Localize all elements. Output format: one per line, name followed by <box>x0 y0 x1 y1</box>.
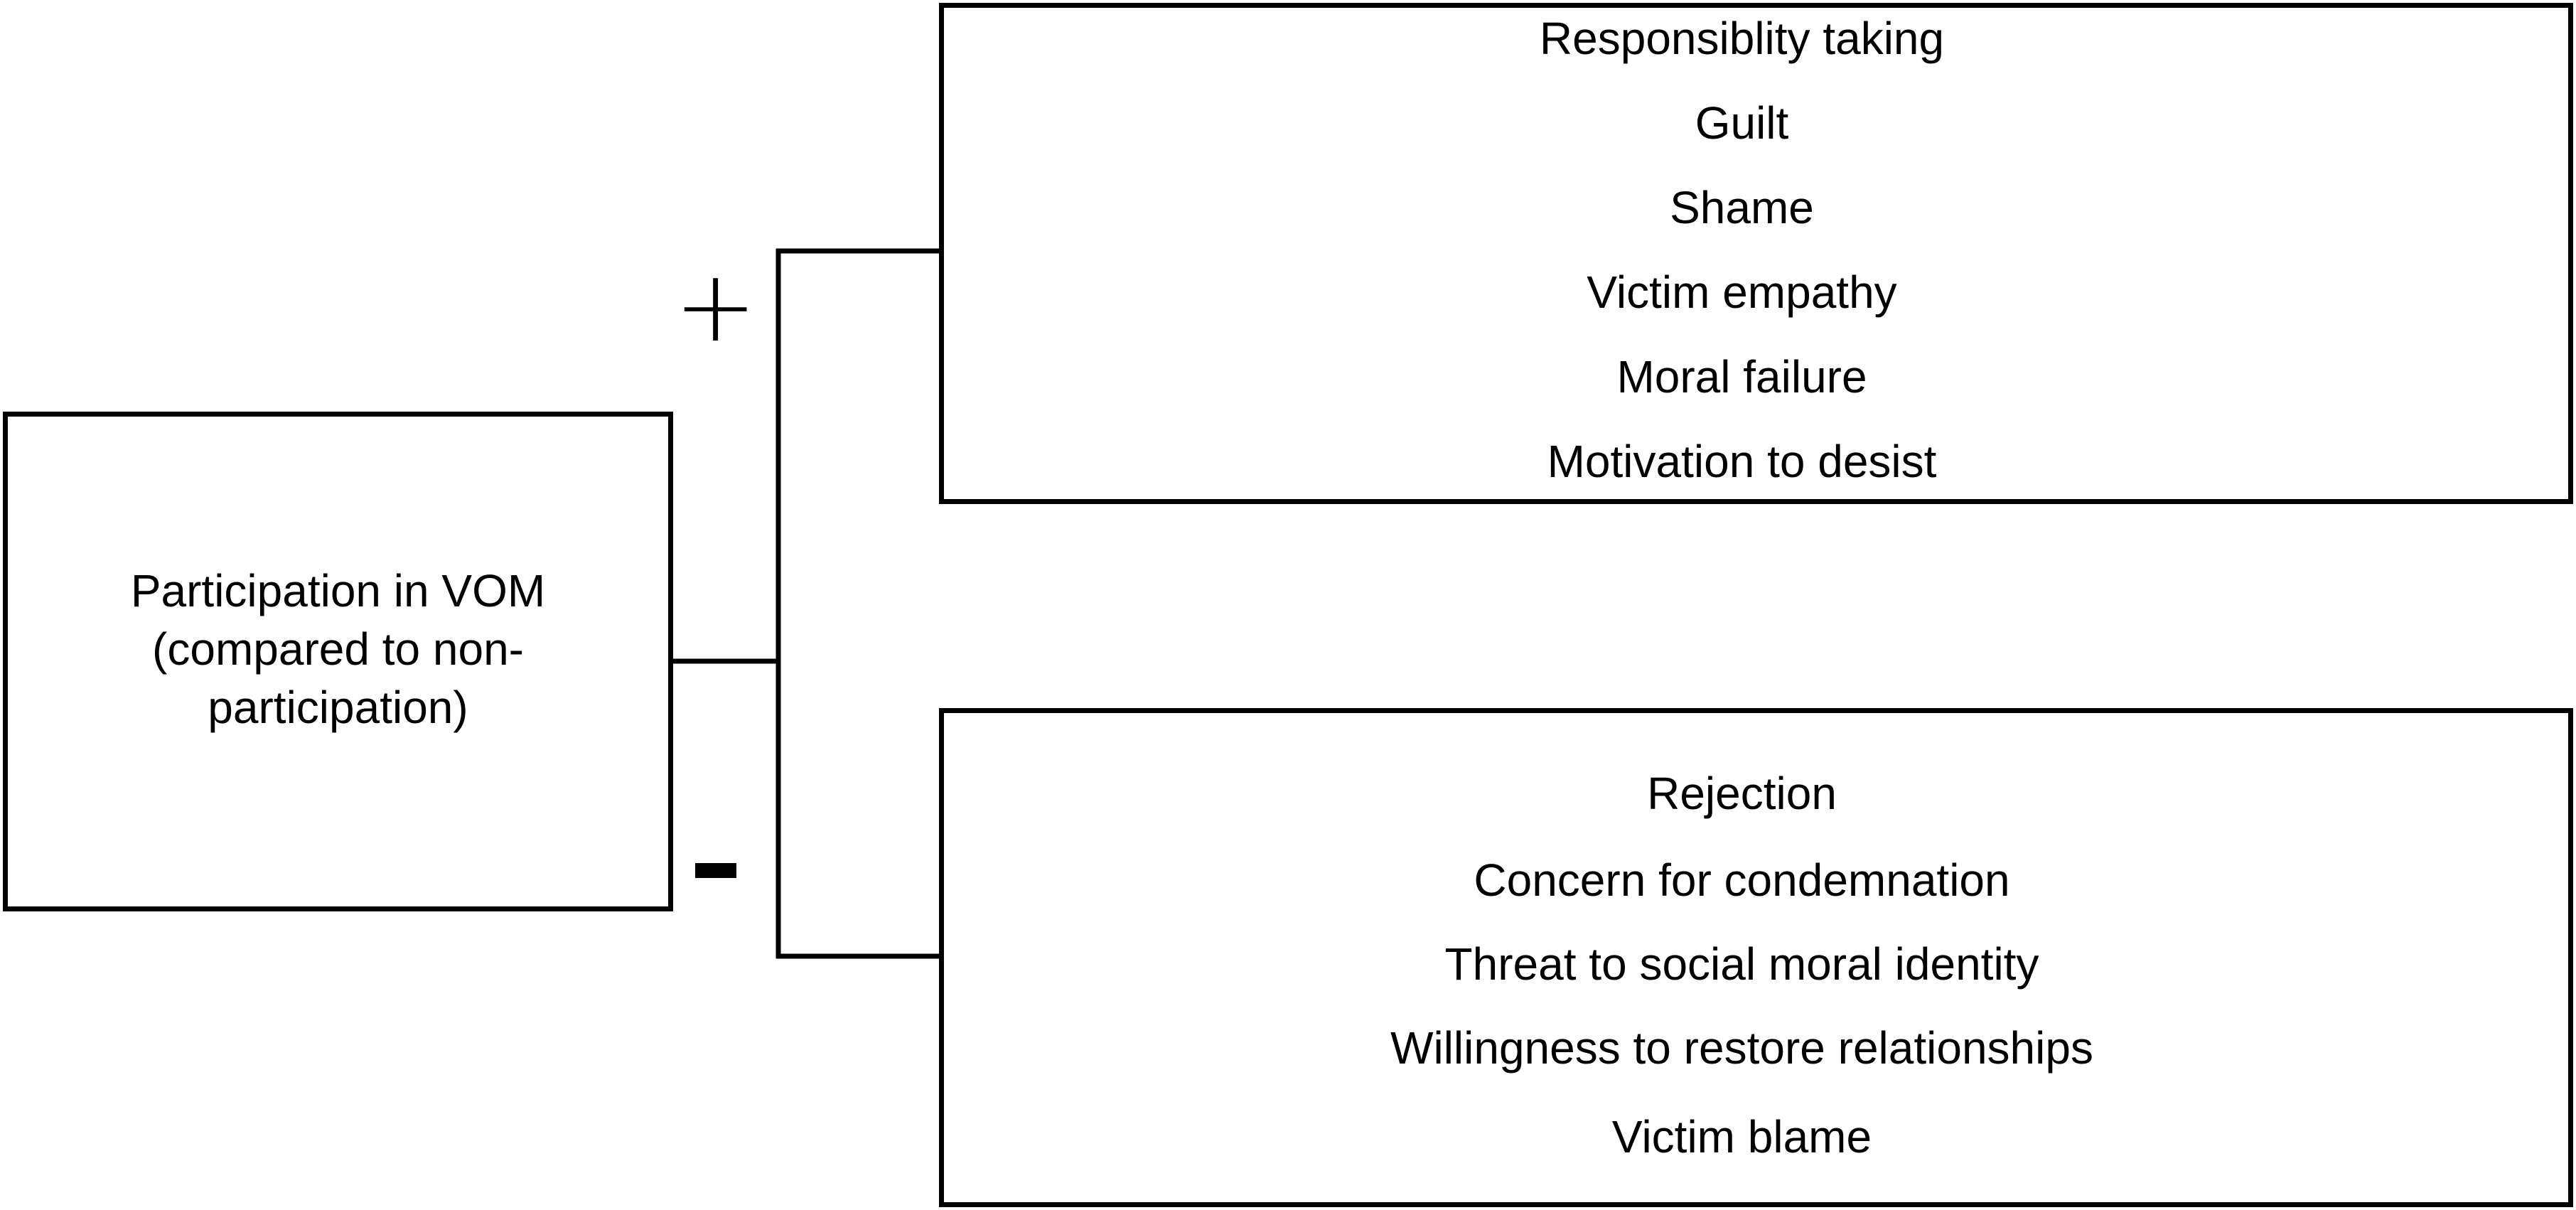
negative-outcome-item: Rejection <box>1647 768 1837 819</box>
negative-sign <box>695 863 736 878</box>
negative-outcome-item: Threat to social moral identity <box>1444 938 2039 990</box>
source-label: Participation in VOM (compared to non- p… <box>130 564 546 733</box>
positive-outcome-item: Responsiblity taking <box>1539 13 1945 64</box>
positive-outcome-item: Victim empathy <box>1587 267 1897 318</box>
negative-outcome-item: Willingness to restore relationships <box>1390 1022 2093 1074</box>
negative-outcomes-list: Rejection Concern for condemnation Threa… <box>944 751 2568 1179</box>
positive-sign: + <box>674 249 758 365</box>
negative-outcomes-box: Rejection Concern for condemnation Threa… <box>939 708 2573 1207</box>
positive-outcome-item: Moral failure <box>1616 351 1867 402</box>
positive-outcomes-box: Responsiblity taking Guilt Shame Victim … <box>939 3 2573 504</box>
negative-outcome-item: Victim blame <box>1611 1111 1872 1162</box>
positive-outcome-item: Shame <box>1670 182 1814 233</box>
source-box: Participation in VOM (compared to non- p… <box>3 412 673 911</box>
positive-outcomes-list: Responsiblity taking Guilt Shame Victim … <box>944 0 2568 504</box>
positive-outcome-item: Guilt <box>1695 97 1789 149</box>
positive-outcome-item: Motivation to desist <box>1547 436 1937 487</box>
negative-outcome-item: Concern for condemnation <box>1474 855 2010 906</box>
